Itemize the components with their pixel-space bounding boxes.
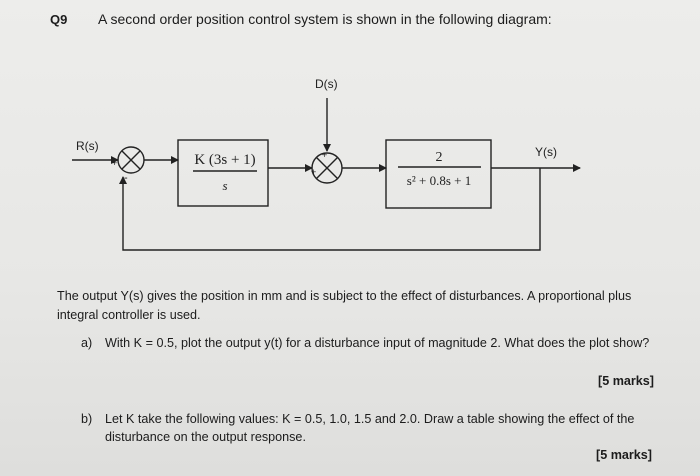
controller-block xyxy=(177,139,269,207)
feedback-path xyxy=(119,168,541,251)
sum2-sign-top: + xyxy=(322,150,327,160)
part-a-text: With K = 0.5, plot the output y(t) for a… xyxy=(105,336,650,350)
sum1-sign-plus: + xyxy=(112,158,117,168)
output-label: Y(s) xyxy=(535,145,557,159)
plant-denominator: s² + 0.8s + 1 xyxy=(407,173,471,188)
plant-numerator: 2 xyxy=(436,150,443,165)
part-b-text: Let K take the following values: K = 0.5… xyxy=(105,412,635,444)
plant-block xyxy=(385,139,492,209)
disturbance-label: D(s) xyxy=(315,77,338,91)
sum1-sign-minus: - xyxy=(124,172,128,184)
block-diagram: R(s) D(s) Y(s) + - + + K (3s + 1) s 2 s²… xyxy=(72,77,581,251)
part-b-label: b) xyxy=(81,412,93,426)
part-a-marks: [5 marks] xyxy=(598,374,655,388)
sum2-sign-left: + xyxy=(311,167,316,177)
part-a-label: a) xyxy=(81,336,93,350)
question-title: A second order position control system i… xyxy=(98,11,552,27)
controller-numerator: K (3s + 1) xyxy=(194,152,255,168)
controller-denominator: s xyxy=(222,178,227,193)
input-label: R(s) xyxy=(76,139,99,153)
problem-statement: The output Y(s) gives the position in mm… xyxy=(57,289,632,322)
question-number: Q9 xyxy=(50,12,68,27)
part-b-marks: [5 marks] xyxy=(596,448,653,462)
